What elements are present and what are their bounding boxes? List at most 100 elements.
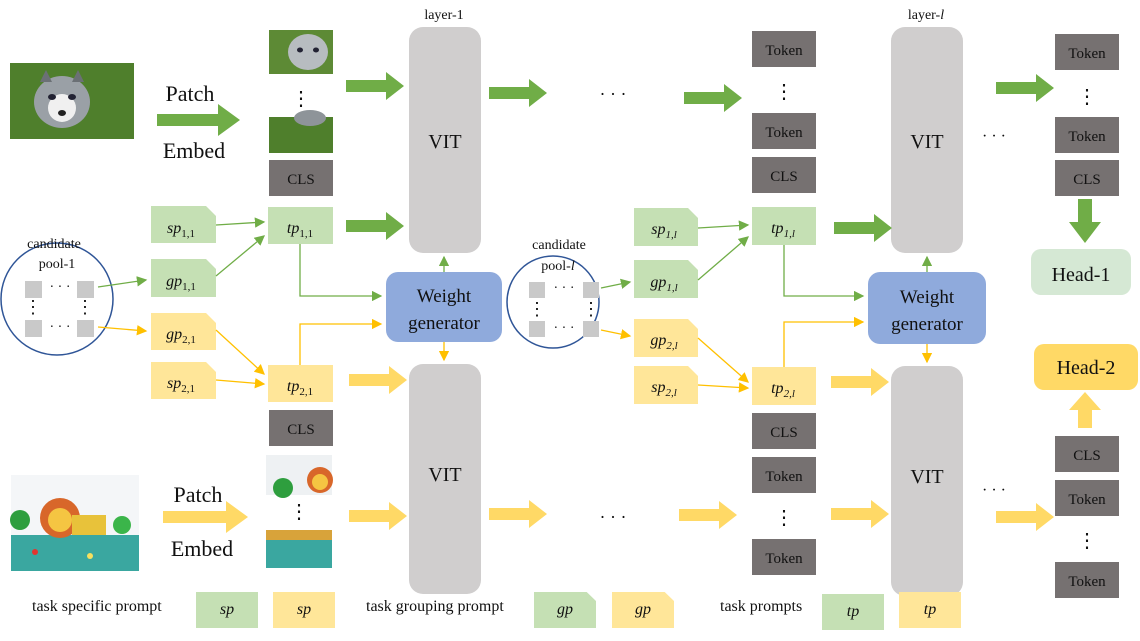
head-1 xyxy=(1031,249,1131,295)
h-ellipsis-top-mid: · · · xyxy=(600,84,627,104)
patch-label-bottom: Patch xyxy=(174,482,223,507)
patch-embed-arrow-top xyxy=(157,104,240,136)
green-connectors xyxy=(97,217,933,302)
legend-task-prompts-label: task prompts xyxy=(720,598,803,615)
gp-1-1-label: gp1,1 xyxy=(166,273,196,293)
token-text-out-top-b: Token xyxy=(1068,129,1106,145)
cls-box-top-1 xyxy=(269,160,333,196)
sp-2-l-box xyxy=(634,366,698,404)
cls-text-out-top: CLS xyxy=(1073,172,1101,188)
candidate-label-l: candidate xyxy=(532,238,586,253)
sp-2-1-box xyxy=(151,362,216,399)
cls-box-bottom-l xyxy=(752,413,816,449)
flow-arrow-yellow-6 xyxy=(831,500,889,528)
v-ellipsis-pool-l-right: ⋮ xyxy=(582,299,600,319)
token-box-out-top-a xyxy=(1055,34,1119,70)
weight-gen-1-line1: Weight xyxy=(417,286,472,307)
layer-1-label: layer-1 xyxy=(424,8,463,23)
token-text-out-bottom-b: Token xyxy=(1068,574,1106,590)
gp-1-1-box xyxy=(151,259,216,297)
sp-2-1-label: sp2,1 xyxy=(167,375,195,395)
legend-sp-yellow: sp xyxy=(273,592,335,628)
flow-arrow-yellow-2 xyxy=(349,502,407,530)
layer-l-label: layer-l xyxy=(908,8,944,23)
h-ellipsis-pool-l-bottom: · · · xyxy=(554,321,575,336)
v-ellipsis-bottom-l: ⋮ xyxy=(774,507,794,529)
head-2-label: Head-2 xyxy=(1057,357,1116,379)
yellow-connectors xyxy=(97,316,933,393)
legend-tp-green: tp xyxy=(822,594,884,630)
token-box-out-top-b xyxy=(1055,117,1119,153)
vit-block-l-top xyxy=(891,27,963,253)
flow-arrow-yellow-1 xyxy=(349,366,407,394)
patch-label-top: Patch xyxy=(166,81,215,106)
cls-text-top-l: CLS xyxy=(770,169,798,185)
token-text-bottom-l-a: Token xyxy=(765,469,803,485)
token-box-top-l-a xyxy=(752,31,816,67)
vit-label-1-top: VIT xyxy=(428,131,461,153)
lion-patch-bottom xyxy=(266,530,332,568)
pool-l-label: pool-l xyxy=(541,259,575,274)
lion-drawing-image xyxy=(10,475,139,571)
v-ellipsis-pool-l-left: ⋮ xyxy=(528,299,546,319)
vit-label-l-bottom: VIT xyxy=(910,466,943,488)
flow-arrow-yellow-3 xyxy=(489,500,547,528)
legend-sp-green: sp xyxy=(196,592,258,628)
cls-text-top-1: CLS xyxy=(287,172,315,188)
tp-1-1-box xyxy=(268,207,333,244)
husky-patch-top xyxy=(269,30,333,74)
cls-box-out-top xyxy=(1055,160,1119,196)
vit-block-1-bottom xyxy=(409,364,481,594)
v-ellipsis-top-l: ⋮ xyxy=(774,81,794,103)
vit-label-1-bottom: VIT xyxy=(428,464,461,486)
h-ellipsis-bottom-right: · · · xyxy=(982,482,1006,499)
token-box-bottom-l-a xyxy=(752,457,816,493)
candidate-label-1: candidate xyxy=(27,237,81,252)
gp-2-1-box xyxy=(151,313,216,350)
token-box-bottom-l-b xyxy=(752,539,816,575)
h-ellipsis-top-right: · · · xyxy=(982,128,1006,145)
v-ellipsis-out-top: ⋮ xyxy=(1077,86,1097,108)
cls-text-bottom-l: CLS xyxy=(770,425,798,441)
tp-1-l-label: tp1,l xyxy=(771,220,795,240)
token-text-top-l-b: Token xyxy=(765,125,803,141)
sp-1-1-box xyxy=(151,206,216,243)
legend-gp-green: gp xyxy=(534,592,596,628)
embed-label-top: Embed xyxy=(163,138,225,163)
flow-arrow-green-2 xyxy=(346,212,404,240)
arrow-to-head-2 xyxy=(1069,392,1101,428)
gp-2-1-label: gp2,1 xyxy=(166,326,196,346)
v-ellipsis-patch-bottom: ⋮ xyxy=(289,501,309,523)
weight-gen-l-line1: Weight xyxy=(900,287,955,308)
token-text-out-top-a: Token xyxy=(1068,46,1106,62)
vit-block-l-bottom xyxy=(891,366,963,596)
flow-arrow-yellow-5 xyxy=(831,368,889,396)
tp-2-1-label: tp2,1 xyxy=(287,378,313,398)
h-ellipsis-pool-1-bottom: · · · xyxy=(50,320,71,335)
legend: task specific prompt sp sp task grouping… xyxy=(0,590,1140,630)
gp-2-l-box xyxy=(634,319,698,357)
weight-gen-1-line2: generator xyxy=(408,313,480,334)
vit-block-1-top xyxy=(409,27,481,253)
weight-generator-l xyxy=(868,272,986,344)
husky-patch-bottom xyxy=(269,110,333,153)
legend-gp-yellow: gp xyxy=(612,592,674,628)
flow-arrow-green-4 xyxy=(684,84,742,112)
lion-patch-top xyxy=(266,455,333,498)
legend-tp-yellow: tp xyxy=(899,592,961,628)
sp-1-l-box xyxy=(634,208,698,246)
token-box-out-bottom-b xyxy=(1055,562,1119,598)
head-1-label: Head-1 xyxy=(1052,264,1111,286)
tp-1-l-box xyxy=(752,207,816,245)
token-text-bottom-l-b: Token xyxy=(765,551,803,567)
flow-arrow-green-1 xyxy=(346,72,404,100)
weight-gen-l-line2: generator xyxy=(891,314,963,335)
tp-2-l-box xyxy=(752,367,816,405)
token-box-top-l-b xyxy=(752,113,816,149)
sp-2-l-label: sp2,l xyxy=(651,379,677,399)
gp-1-l-box xyxy=(634,260,698,298)
token-text-out-bottom-a: Token xyxy=(1068,492,1106,508)
cls-text-out-bottom: CLS xyxy=(1073,448,1101,464)
sp-1-1-label: sp1,1 xyxy=(167,220,195,240)
